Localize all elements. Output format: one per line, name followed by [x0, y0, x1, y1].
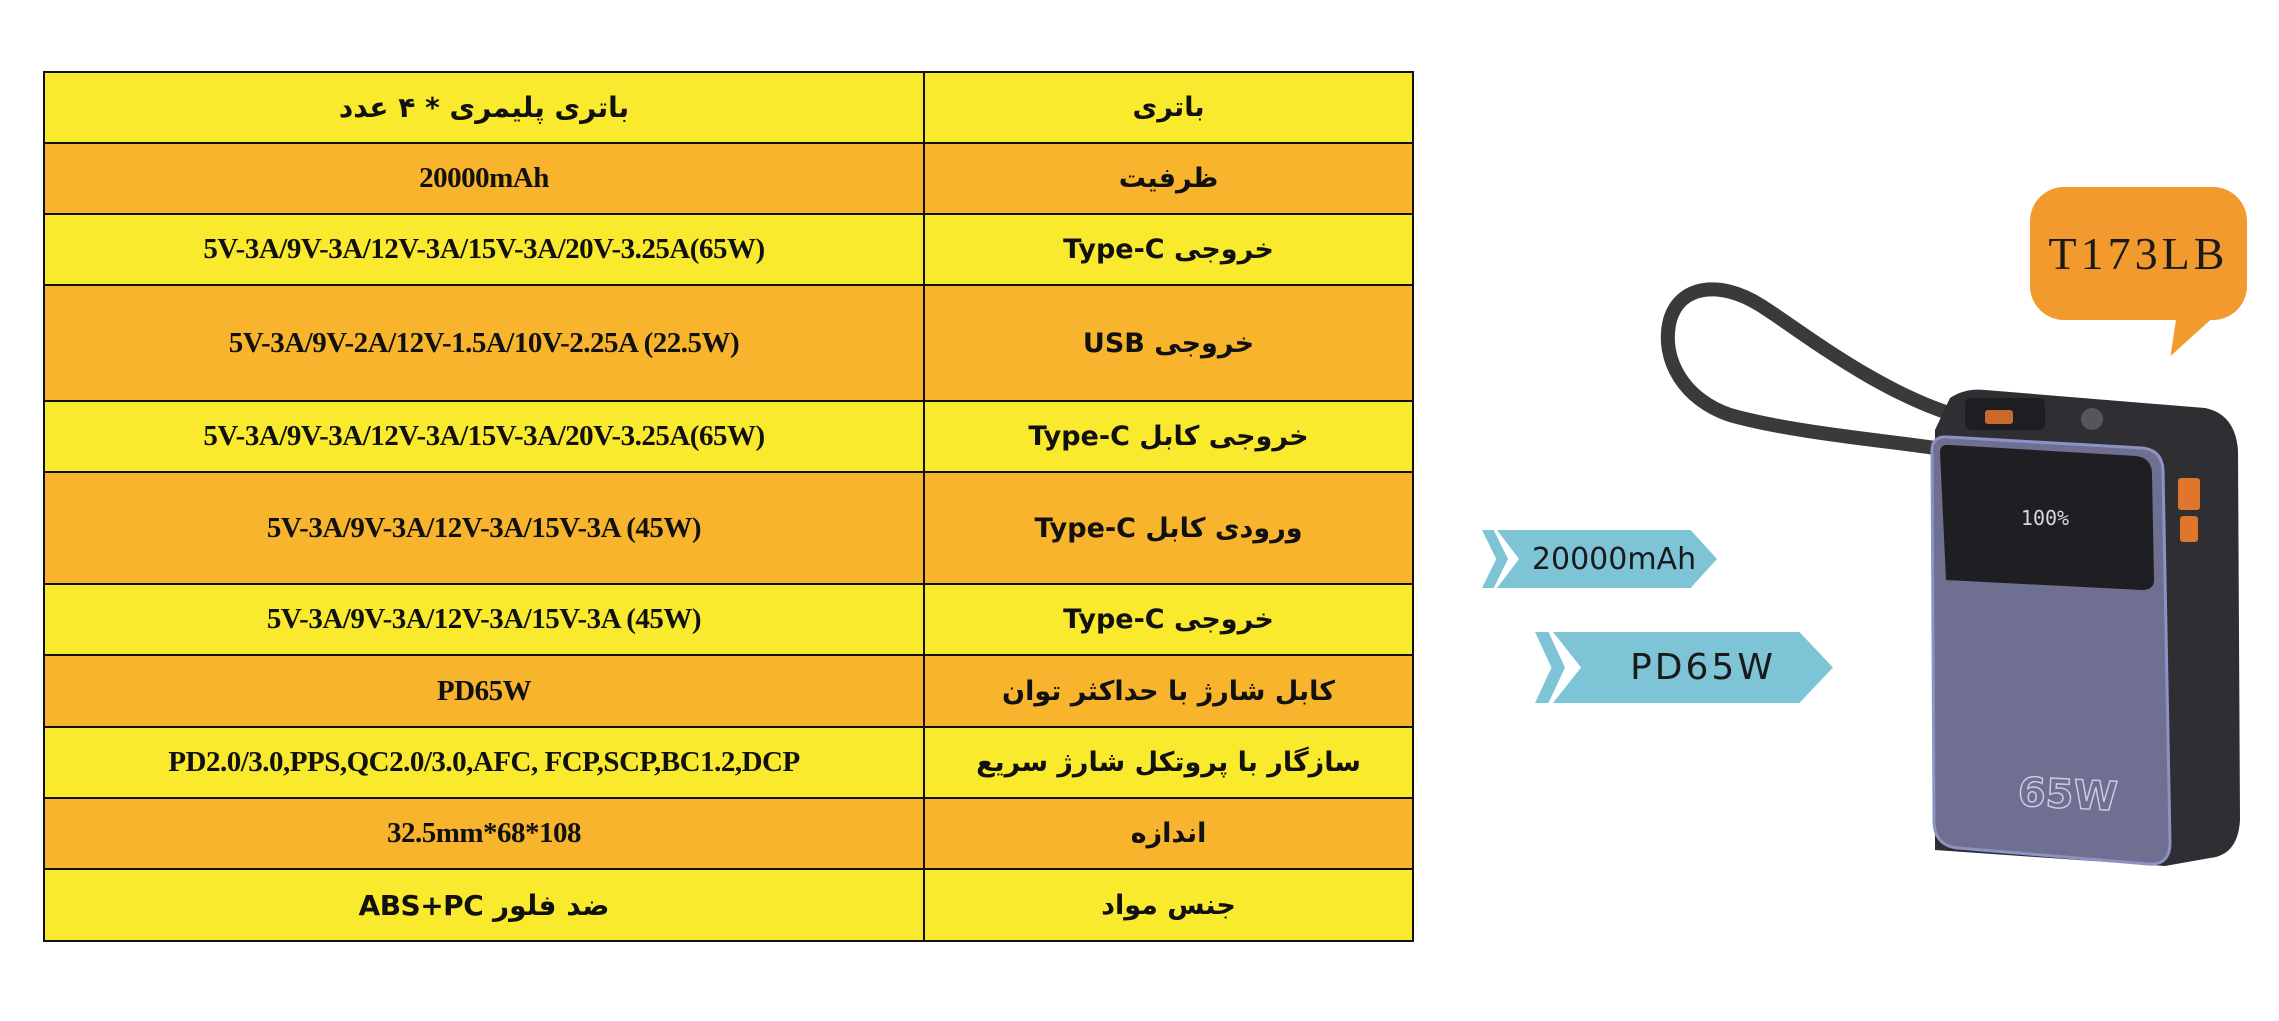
spec-value: 5V-3A/9V-3A/12V-3A/15V-3A (45W) [43, 583, 925, 656]
spec-label: خروجی کابل Type-C [923, 400, 1414, 473]
spec-label: سازگار با پروتکل شارژ سریع [923, 726, 1414, 799]
spec-label: ظرفیت [923, 142, 1414, 215]
spec-label: خروجی USB [923, 284, 1414, 402]
spec-row-cable-input: 5V-3A/9V-3A/12V-3A/15V-3A (45W) ورودی کا… [43, 471, 1414, 585]
spec-value: PD2.0/3.0,PPS,QC2.0/3.0,AFC, FCP,SCP,BC1… [43, 726, 925, 799]
spec-value: 108*68*32.5mm [43, 797, 925, 870]
spec-label: جنس مواد [923, 868, 1414, 942]
spec-row-typec-output-2: 5V-3A/9V-3A/12V-3A/15V-3A (45W) خروجی Ty… [43, 583, 1414, 656]
spec-value: 5V-3A/9V-3A/12V-3A/15V-3A/20V-3.25A(65W) [43, 400, 925, 473]
power-bank-logo: 65W [2017, 769, 2119, 820]
power-tag: PD65W [1553, 632, 1833, 703]
spec-value: ضد فلور ABS+PC [43, 868, 925, 942]
spec-label: خروجی Type-C [923, 583, 1414, 656]
spec-label: کابل شارژ با حداکثر توان [923, 654, 1414, 728]
spec-value: PD65W [43, 654, 925, 728]
spec-row-dimensions: 108*68*32.5mm اندازه [43, 797, 1414, 870]
capacity-tag-label: 20000mAh [1531, 541, 1697, 577]
spec-value: 5V-3A/9V-3A/12V-3A/15V-3A (45W) [43, 471, 925, 585]
power-bank-image: 100% 65W [1660, 282, 2240, 866]
spec-value: باتری پلیمری * ۴ عدد [43, 71, 925, 144]
model-number: T173LB [2048, 228, 2229, 279]
power-tag-label: PD65W [1630, 647, 1776, 688]
spec-label: باتری [923, 71, 1414, 144]
spec-label: ورودی کابل Type-C [923, 471, 1414, 585]
spec-row-capacity: 20000mAh ظرفیت [43, 142, 1414, 215]
spec-row-typec-output: 5V-3A/9V-3A/12V-3A/15V-3A/20V-3.25A(65W)… [43, 213, 1414, 286]
spec-value: 20000mAh [43, 142, 925, 215]
spec-row-battery: باتری پلیمری * ۴ عدد باتری [43, 71, 1414, 144]
spec-label: اندازه [923, 797, 1414, 870]
spec-table: باتری پلیمری * ۴ عدد باتری 20000mAh ظرفی… [43, 71, 1414, 942]
spec-row-usb-output: 5V-3A/9V-2A/12V-1.5A/10V-2.25A (22.5W) خ… [43, 284, 1414, 402]
capacity-tag: 20000mAh [1497, 530, 1717, 588]
power-bank-display [1940, 444, 2154, 590]
spec-row-fast-charge-protocols: PD2.0/3.0,PPS,QC2.0/3.0,AFC, FCP,SCP,BC1… [43, 726, 1414, 799]
spec-table-body: باتری پلیمری * ۴ عدد باتری 20000mAh ظرفی… [43, 71, 1414, 942]
spec-row-material: ضد فلور ABS+PC جنس مواد [43, 868, 1414, 942]
cable-loop-icon [1660, 282, 1972, 455]
spec-label: خروجی Type-C [923, 213, 1414, 286]
spec-value: 5V-3A/9V-3A/12V-3A/15V-3A/20V-3.25A(65W) [43, 213, 925, 286]
spec-row-cable-output: 5V-3A/9V-3A/12V-3A/15V-3A/20V-3.25A(65W)… [43, 400, 1414, 473]
spec-row-max-power-cable: PD65W کابل شارژ با حداکثر توان [43, 654, 1414, 728]
model-badge: T173LB [2030, 187, 2247, 320]
power-bank-display-text: 100% [2021, 506, 2069, 530]
spec-value: 5V-3A/9V-2A/12V-1.5A/10V-2.25A (22.5W) [43, 284, 925, 402]
